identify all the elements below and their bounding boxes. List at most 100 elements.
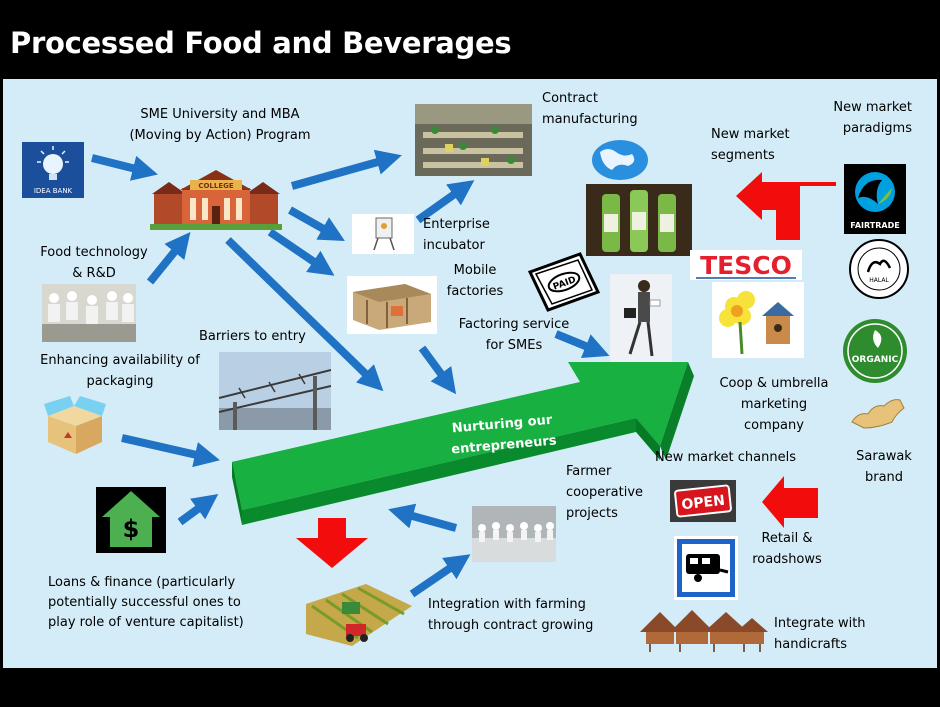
label-line: potentially successful ones to (48, 595, 241, 610)
sarawak-map (848, 392, 908, 432)
packaging-box-image (44, 396, 106, 456)
businesswoman-image (610, 274, 672, 362)
label-line: Integrate with (774, 616, 866, 631)
label-line: marketing (740, 397, 808, 412)
globe-image (588, 138, 652, 182)
fairtrade-text: FAIRTRADE (850, 221, 899, 230)
label-enhancing-packaging: Enhancing availability of packaging (30, 350, 210, 392)
handicraft-houses-image (640, 608, 768, 652)
label-line: Food technology (40, 245, 148, 260)
label-line: & R&D (72, 266, 116, 281)
incubator-image (352, 214, 414, 254)
label-integrate-handicrafts: Integrate with handicrafts (774, 613, 866, 655)
red-arrow-channels (762, 450, 838, 528)
college-illustration: COLLEGE (150, 168, 282, 230)
fairtrade-logo: FAIRTRADE (844, 164, 906, 234)
label-mobile-factories: Mobile factories (440, 260, 510, 302)
label-barriers-to-entry: Barriers to entry (199, 326, 306, 347)
label-line: (Moving by Action) Program (129, 128, 311, 143)
label-line: Enterprise (423, 217, 490, 232)
label-factoring-service: Factoring service for SMEs (454, 314, 574, 356)
label-line: SME University and MBA (140, 107, 300, 122)
food-technology-photo (42, 284, 136, 342)
label-line: New market channels (655, 450, 796, 465)
halal-logo: HALAL (848, 238, 910, 300)
college-text: COLLEGE (198, 182, 234, 190)
arrow-college-to-incubator (288, 206, 345, 242)
label-line: brand (864, 470, 904, 485)
label-line: Factoring service (458, 317, 570, 332)
organic-text: ORGANIC (852, 355, 899, 365)
arrow-farming-to-farmer (409, 554, 471, 598)
label-food-technology: Food technology & R&D (34, 242, 154, 284)
label-line: segments (711, 148, 775, 163)
label-line: Sarawak (856, 449, 912, 464)
dollar-house-icon: $ (96, 487, 166, 553)
label-line: Enhancing availability of (40, 353, 200, 368)
open-sign-image: OPEN (670, 480, 736, 522)
label-line: for SMEs (485, 338, 543, 353)
label-line: Retail & (761, 531, 813, 546)
label-new-market-paradigms: New market paradigms (812, 97, 912, 139)
arrow-incubator-to-contract (415, 180, 475, 224)
arrow-farmer-to-center (388, 503, 458, 532)
label-line: paradigms (842, 121, 912, 136)
label-line: through contract growing (428, 618, 594, 633)
arrow-college-to-mobile (267, 228, 335, 276)
label-line: manufacturing (542, 112, 638, 127)
label-line: Farmer (566, 464, 612, 479)
contract-manufacturing-photo (415, 104, 532, 176)
center-green-arrow (232, 362, 694, 525)
label-sme-university: SME University and MBA (Moving by Action… (120, 104, 320, 146)
slide-title: Processed Food and Beverages (10, 26, 512, 60)
barbed-wire-photo (219, 352, 331, 430)
label-line: factories (446, 284, 504, 299)
label-line: Loans & finance (particularly (48, 575, 236, 590)
label-line: Contract (542, 91, 598, 106)
halal-text: HALAL (869, 277, 889, 284)
arrow-foodtech-to-college (146, 232, 191, 285)
arrow-loans-to-center (177, 493, 219, 526)
arrow-college-to-contract (290, 149, 402, 190)
label-line: Mobile (453, 263, 497, 278)
label-line: Barriers to entry (199, 329, 306, 344)
organic-logo: ORGANIC (842, 318, 908, 384)
farmer-cooperative-photo (472, 506, 556, 562)
arrow-packaging-to-center (121, 434, 220, 468)
mobile-factory-image (347, 276, 437, 334)
label-retail-roadshows: Retail & roadshows (742, 528, 832, 570)
bottles-image (586, 184, 692, 256)
arrow-factoring-to-woman (554, 330, 610, 359)
label-loans-finance: Loans & finance (particularly potentiall… (48, 573, 244, 633)
label-line: packaging (86, 374, 154, 389)
label-line: projects (566, 506, 618, 521)
label-line: Integration with farming (428, 597, 586, 612)
open-text: OPEN (681, 493, 726, 513)
label-farmer-coop: Farmer cooperative projects (566, 461, 643, 524)
roadshow-caravan-icon (674, 536, 738, 600)
label-line: Coop & umbrella (719, 376, 829, 391)
tesco-logo: TESCO (690, 250, 802, 280)
tesco-text: TESCO (700, 251, 792, 280)
label-line: New market (711, 127, 790, 142)
label-line: handicrafts (774, 637, 847, 652)
red-arrow-down (296, 518, 368, 568)
label-line: cooperative (566, 485, 644, 500)
arrow-ideabank-to-college (91, 154, 158, 181)
label-coop-umbrella: Coop & umbrella marketing company (712, 373, 836, 436)
label-line: roadshows (752, 552, 822, 567)
label-line: play role of venture capitalist) (48, 615, 244, 630)
label-contract-manufacturing: Contract manufacturing (542, 88, 638, 130)
arrow-college-to-center (225, 237, 384, 392)
red-arrow-paradigms (736, 172, 836, 240)
farm-field-image (306, 584, 412, 646)
daffodil-birdhouse-image (712, 282, 804, 358)
label-line: company (744, 418, 804, 433)
label-enterprise-incubator: Enterprise incubator (423, 214, 490, 256)
label-new-market-segments: New market segments (711, 124, 790, 166)
paid-stamp-image: PAID (526, 252, 602, 312)
arrow-mobile-to-center (418, 345, 457, 395)
idea-bank-logo: IDEA BANK (22, 142, 84, 198)
label-line: incubator (423, 238, 485, 253)
